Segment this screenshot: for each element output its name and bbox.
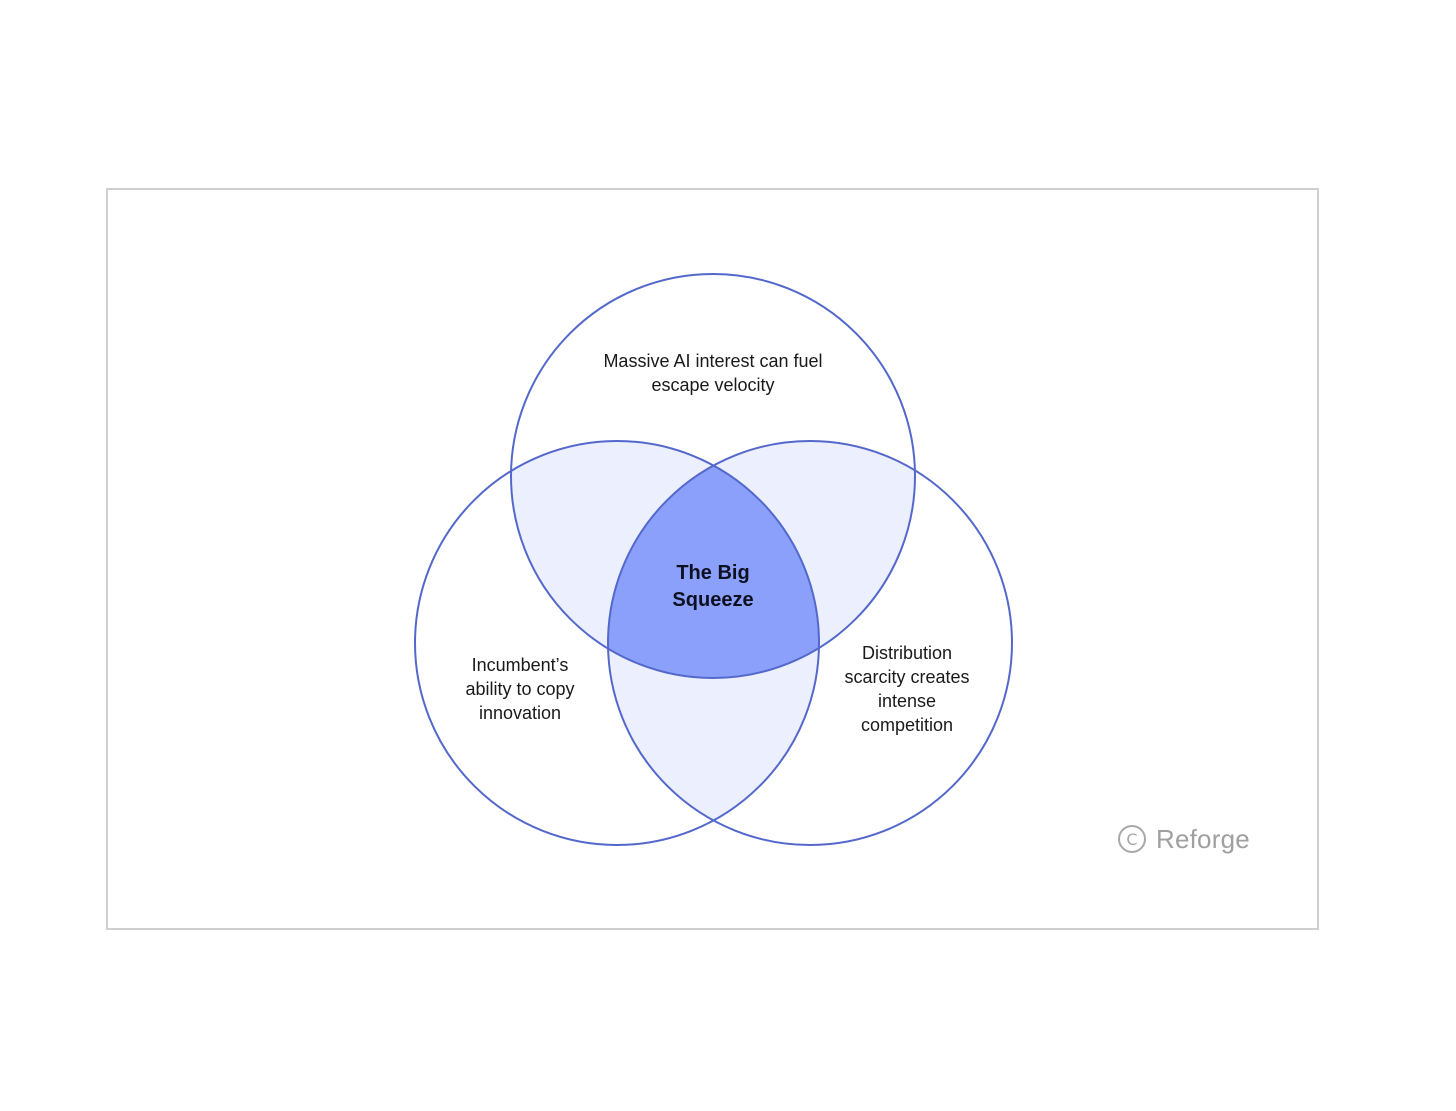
label-right-line: Distribution [861,643,953,663]
brand-logo: C Reforge [1118,820,1250,858]
overlap-center [608,441,819,678]
circle-right [607,440,1013,846]
label-center: The Big Squeeze [633,560,793,614]
label-right-line: intense [877,691,937,711]
circle-top [510,273,916,679]
label-left-line: ability to copy [465,679,575,699]
copyright-icon: C [1118,825,1146,853]
label-top: Massive AI interest can fuel escape velo… [563,349,863,397]
label-right: Distribution scarcity creates intense co… [817,641,997,737]
circle-left [414,440,820,846]
label-top-line: escape velocity [651,375,775,395]
label-right-line: competition [860,715,954,735]
label-right-line: scarcity creates [844,667,970,687]
label-center-line: Squeeze [672,589,754,611]
label-left-line: innovation [478,703,562,723]
label-top-line: Massive AI interest can fuel [603,351,823,371]
label-center-line: The Big [676,562,750,584]
brand-name: Reforge [1156,823,1250,854]
label-left: Incumbent’s ability to copy innovation [430,653,610,725]
label-left-line: Incumbent’s [471,655,569,675]
